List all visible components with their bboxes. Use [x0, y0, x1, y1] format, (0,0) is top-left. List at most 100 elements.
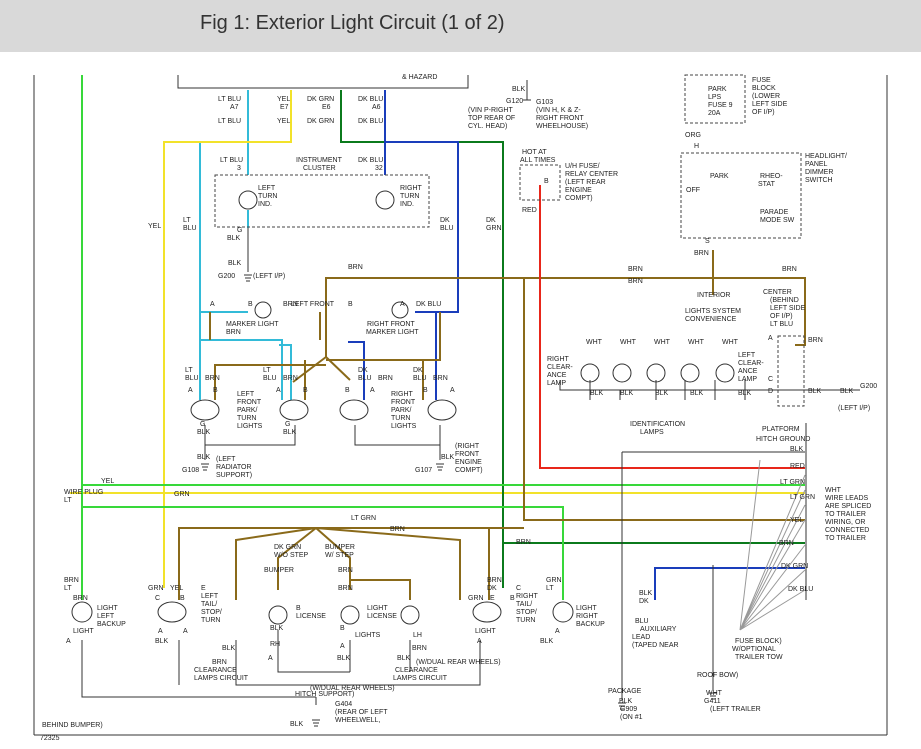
wire-label: G120	[506, 98, 523, 105]
wire-label: RIGHT	[547, 356, 570, 363]
wire-label: BRN	[628, 278, 643, 285]
wire-label: DK GRN	[274, 544, 301, 551]
wire-label: DK GRN	[307, 96, 334, 103]
wire-label: OFF	[686, 187, 700, 194]
wire-label: BLK	[270, 625, 284, 632]
wire-label: BLK	[655, 390, 669, 397]
wire-label: B	[544, 178, 549, 185]
wire-label: WHT	[706, 690, 723, 697]
wire-label: STAT	[758, 181, 776, 188]
wire-label: FRONT	[391, 399, 416, 406]
wire-label: ENGINE	[455, 459, 482, 466]
wire-label: DK	[487, 585, 497, 592]
wire-label: BRN	[205, 375, 220, 382]
wire-label: TURN	[391, 415, 410, 422]
wire-label: LEFT	[237, 391, 255, 398]
wire-label: B	[180, 595, 185, 602]
wire-label: BLK	[197, 454, 211, 461]
wire-label: PARK	[710, 173, 729, 180]
wire-label: BRN	[487, 577, 502, 584]
wire-label: MODE SW	[760, 217, 795, 224]
wire-label: FUSE BLOCK)	[735, 638, 782, 645]
wire-label: ALL TIMES	[520, 157, 556, 164]
wire-label: CLUSTER	[303, 165, 336, 172]
wire-label: YEL	[790, 517, 803, 524]
wire-label: W/OPTIONAL	[732, 646, 776, 653]
wire-label: & HAZARD	[402, 74, 437, 81]
wire-label: WHT	[654, 339, 671, 346]
wire-label: BRN	[516, 539, 531, 546]
wire-label: A	[210, 301, 215, 308]
wire-label: STOP/	[516, 609, 537, 616]
wire-label: FRONT	[237, 399, 262, 406]
wire-label: BLK	[790, 446, 804, 453]
right-backup-lamp-icon	[552, 601, 574, 623]
wire-label: PARK/	[237, 407, 258, 414]
wire-label: CONVENIENCE	[685, 316, 737, 323]
figure-title: Fig 1: Exterior Light Circuit (1 of 2)	[200, 12, 505, 34]
wire-label: G	[237, 227, 242, 234]
wire-label: BLK	[197, 429, 211, 436]
wire-label: DK	[440, 217, 450, 224]
wire-label: GRN	[486, 225, 502, 232]
wire-label: LPS	[708, 94, 722, 101]
wire-label: A	[268, 655, 273, 662]
wire-label: YEL	[148, 223, 161, 230]
wire-label: PARK/	[391, 407, 412, 414]
wire-label: WHT	[586, 339, 603, 346]
wire-label: BRN	[694, 250, 709, 257]
wire-label: 20A	[708, 110, 721, 117]
wire-label: A	[555, 628, 560, 635]
wire-label: G411	[704, 698, 721, 705]
wire-label: (LEFT I/P)	[253, 273, 285, 280]
wire-label: LAMP	[738, 376, 757, 383]
wire-label: LICENSE	[367, 613, 397, 620]
clearance-lamp-icon-1	[580, 363, 600, 383]
wire-label: BRN	[378, 375, 393, 382]
wire-label: HITCH SUPPORT)	[295, 691, 354, 698]
right-turn-indicator-icon	[375, 190, 395, 210]
wire-label: U/H FUSE/	[565, 163, 600, 170]
wire-label: BACKUP	[576, 621, 605, 628]
wire-label: WIRE PLUG	[64, 489, 103, 496]
wire-label: YEL	[170, 585, 183, 592]
wire-label: HITCH GROUND	[756, 436, 810, 443]
wire-label: LT BLU	[220, 157, 243, 164]
wire-label: A	[477, 638, 482, 645]
wire-label: TAIL/	[516, 601, 532, 608]
left-tail-lamp-icon	[157, 601, 187, 623]
wire-label: BEHIND BUMPER)	[42, 722, 103, 729]
wire-label: FUSE	[752, 77, 771, 84]
wire-label: BUMPER	[325, 544, 355, 551]
wire-label: LEFT	[738, 352, 756, 359]
wire-label: LAMP	[547, 380, 566, 387]
wire-label: LT	[64, 497, 72, 504]
left-front-park-lamp-icon-2	[279, 399, 309, 421]
wire-label: BRN	[808, 337, 823, 344]
wire-label: BRN	[283, 375, 298, 382]
wire-label: LT GRN	[790, 494, 815, 501]
dashed-boxes	[214, 74, 805, 407]
wire-label: RHEO-	[760, 173, 783, 180]
wire-label: A	[370, 387, 375, 394]
wire-label: A	[183, 628, 188, 635]
wire-label: BUMPER	[264, 567, 294, 574]
wire-label: BLK	[738, 390, 752, 397]
right-front-marker-icon	[391, 301, 409, 319]
wires-lt-blu	[199, 90, 292, 400]
wire-label: BRN	[433, 375, 448, 382]
wire-label: (REAR OF LEFT	[335, 709, 388, 716]
wire-label: B	[303, 387, 308, 394]
wire-label: INSTRUMENT	[296, 157, 343, 164]
left-backup-lamp-icon	[71, 601, 93, 623]
wire-label: HOT AT	[522, 149, 547, 156]
wire-label: BRN	[338, 585, 353, 592]
wire-label: STOP/	[201, 609, 222, 616]
wire-label: A	[66, 638, 71, 645]
wire-label: RELAY CENTER	[565, 171, 618, 178]
wire-label: BRN	[390, 526, 405, 533]
wire-label: IND.	[400, 201, 414, 208]
wire-label: (TAPED NEAR	[632, 642, 679, 649]
clearance-lamp-icon-5	[715, 363, 735, 383]
